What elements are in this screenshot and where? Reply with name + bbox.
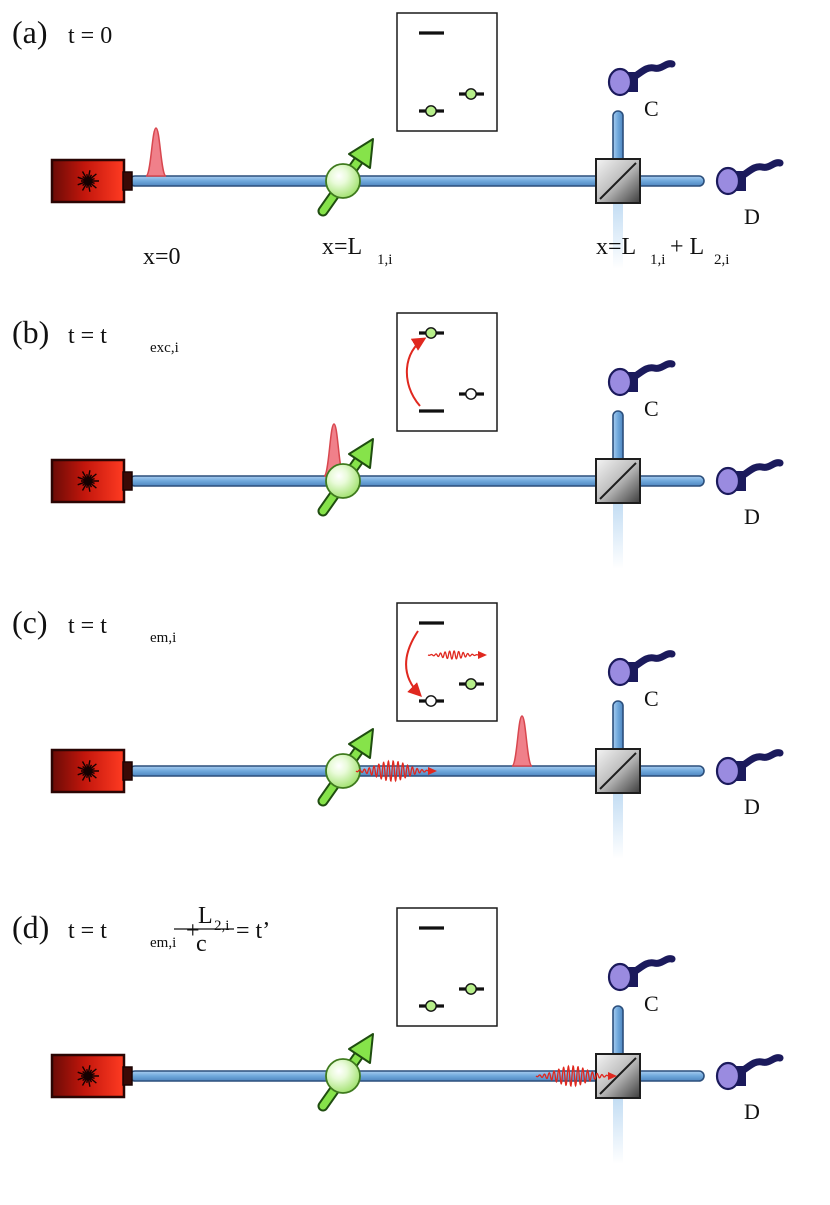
laser-pulse [511, 715, 533, 767]
position-label-atom-subscript: 1,i [377, 252, 392, 268]
energy-level-inset [396, 12, 498, 132]
position-label-splitter-subscript-2: 2,i [714, 252, 729, 268]
laser-source-icon [50, 158, 133, 204]
storage-empty-dot [465, 388, 477, 400]
atom-spin-icon [317, 438, 374, 517]
detector-d-label: D [744, 794, 760, 819]
fiber-to-detector-c [612, 700, 624, 754]
time-label-main: t = t [68, 613, 107, 639]
detector-d-label: D [744, 204, 760, 229]
detector-c-label: C [644, 396, 659, 421]
panel-b: (b) t = t exc,iC D [12, 312, 784, 569]
time-label-end: = t’ [236, 918, 270, 944]
panel-label: (a) [12, 14, 48, 50]
atom-spin-icon [317, 138, 374, 217]
transmitted-beam-fade [613, 789, 623, 859]
excitation-arrow [406, 337, 427, 407]
ground-empty-dot [425, 695, 437, 707]
position-label-atom: x=L 1,i [322, 234, 392, 268]
position-label-atom-main: x=L [322, 234, 362, 260]
position-label-splitter-plus: + L [670, 234, 704, 260]
transmitted-beam-fade [613, 199, 623, 269]
beam-splitter-icon [595, 748, 641, 794]
fraction-numerator-subscript: 2,i [214, 918, 229, 934]
panel-label: (c) [12, 604, 48, 640]
fiber-to-detector-c [612, 110, 624, 164]
detector-d-label: D [744, 1099, 760, 1124]
detector-icon-d [715, 459, 784, 496]
time-label: t = t em,i [68, 613, 176, 646]
time-label-subscript: em,i [150, 935, 176, 951]
position-label-splitter: x=L 1,i + L 2,i [596, 234, 729, 268]
energy-level-inset [396, 602, 498, 722]
laser-source-icon [50, 748, 133, 794]
panel-c: (c) t = t em,iC D [12, 602, 784, 859]
inset-frame [396, 907, 498, 1027]
panel-a: (a) t = 0 C Dx=0 x=L 1,i x=L 1,i + L 2,i [12, 12, 784, 270]
position-label-source: x=0 [143, 244, 181, 270]
detector-c-label: C [644, 991, 659, 1016]
inset-frame [396, 12, 498, 132]
fraction-denominator: c [196, 931, 207, 957]
beam-splitter-icon [595, 158, 641, 204]
inset-frame [396, 312, 498, 432]
fiber-to-detector-c [612, 410, 624, 464]
panel-label: (b) [12, 314, 49, 350]
detector-icon-d [715, 749, 784, 786]
energy-level-inset [396, 312, 498, 432]
detector-icon-c [607, 955, 676, 992]
storage-population-dot [465, 88, 477, 100]
time-label-subscript: exc,i [150, 340, 179, 356]
plus-sign: + [186, 918, 200, 944]
atom-spin-icon [317, 1033, 374, 1112]
panel-label: (d) [12, 909, 49, 945]
ground-population-dot [425, 105, 437, 117]
transmitted-beam-fade [613, 1094, 623, 1164]
excited-population-dot [425, 327, 437, 339]
laser-source-icon [50, 1053, 133, 1099]
inset-frame [396, 602, 498, 722]
photon-at-splitter-wave [535, 1064, 617, 1088]
fiber-to-detector-c [612, 1005, 624, 1059]
detector-icon-d [715, 159, 784, 196]
energy-level-inset [396, 907, 498, 1027]
detector-c-label: C [644, 96, 659, 121]
detector-icon-d [715, 1054, 784, 1091]
detector-d-label: D [744, 504, 760, 529]
time-label: t = t exc,i [68, 323, 179, 356]
time-label-main: t = t [68, 323, 107, 349]
detector-icon-c [607, 360, 676, 397]
detector-icon-c [607, 650, 676, 687]
emitted-photon-wave-icon [427, 650, 487, 660]
storage-population-dot [465, 983, 477, 995]
detector-c-label: C [644, 686, 659, 711]
emission-arrow [405, 630, 422, 697]
time-label-main: t = t [68, 918, 107, 944]
time-label: t = 0 [68, 23, 112, 49]
atom-spin-icon [317, 728, 374, 807]
fraction-numerator: L [198, 903, 213, 929]
transmitted-beam-fade [613, 499, 623, 569]
position-labels: x=0 x=L 1,i x=L 1,i + L 2,i [143, 234, 729, 270]
time-label-subscript: em,i [150, 630, 176, 646]
beam-splitter-icon [595, 458, 641, 504]
position-label-splitter-main: x=L [596, 234, 636, 260]
laser-source-icon [50, 458, 133, 504]
laser-pulse [145, 127, 167, 177]
ground-population-dot [425, 1000, 437, 1012]
emitted-photon-wave [355, 759, 437, 783]
position-label-splitter-subscript-1: 1,i [650, 252, 665, 268]
detector-icon-c [607, 60, 676, 97]
storage-population-dot [465, 678, 477, 690]
